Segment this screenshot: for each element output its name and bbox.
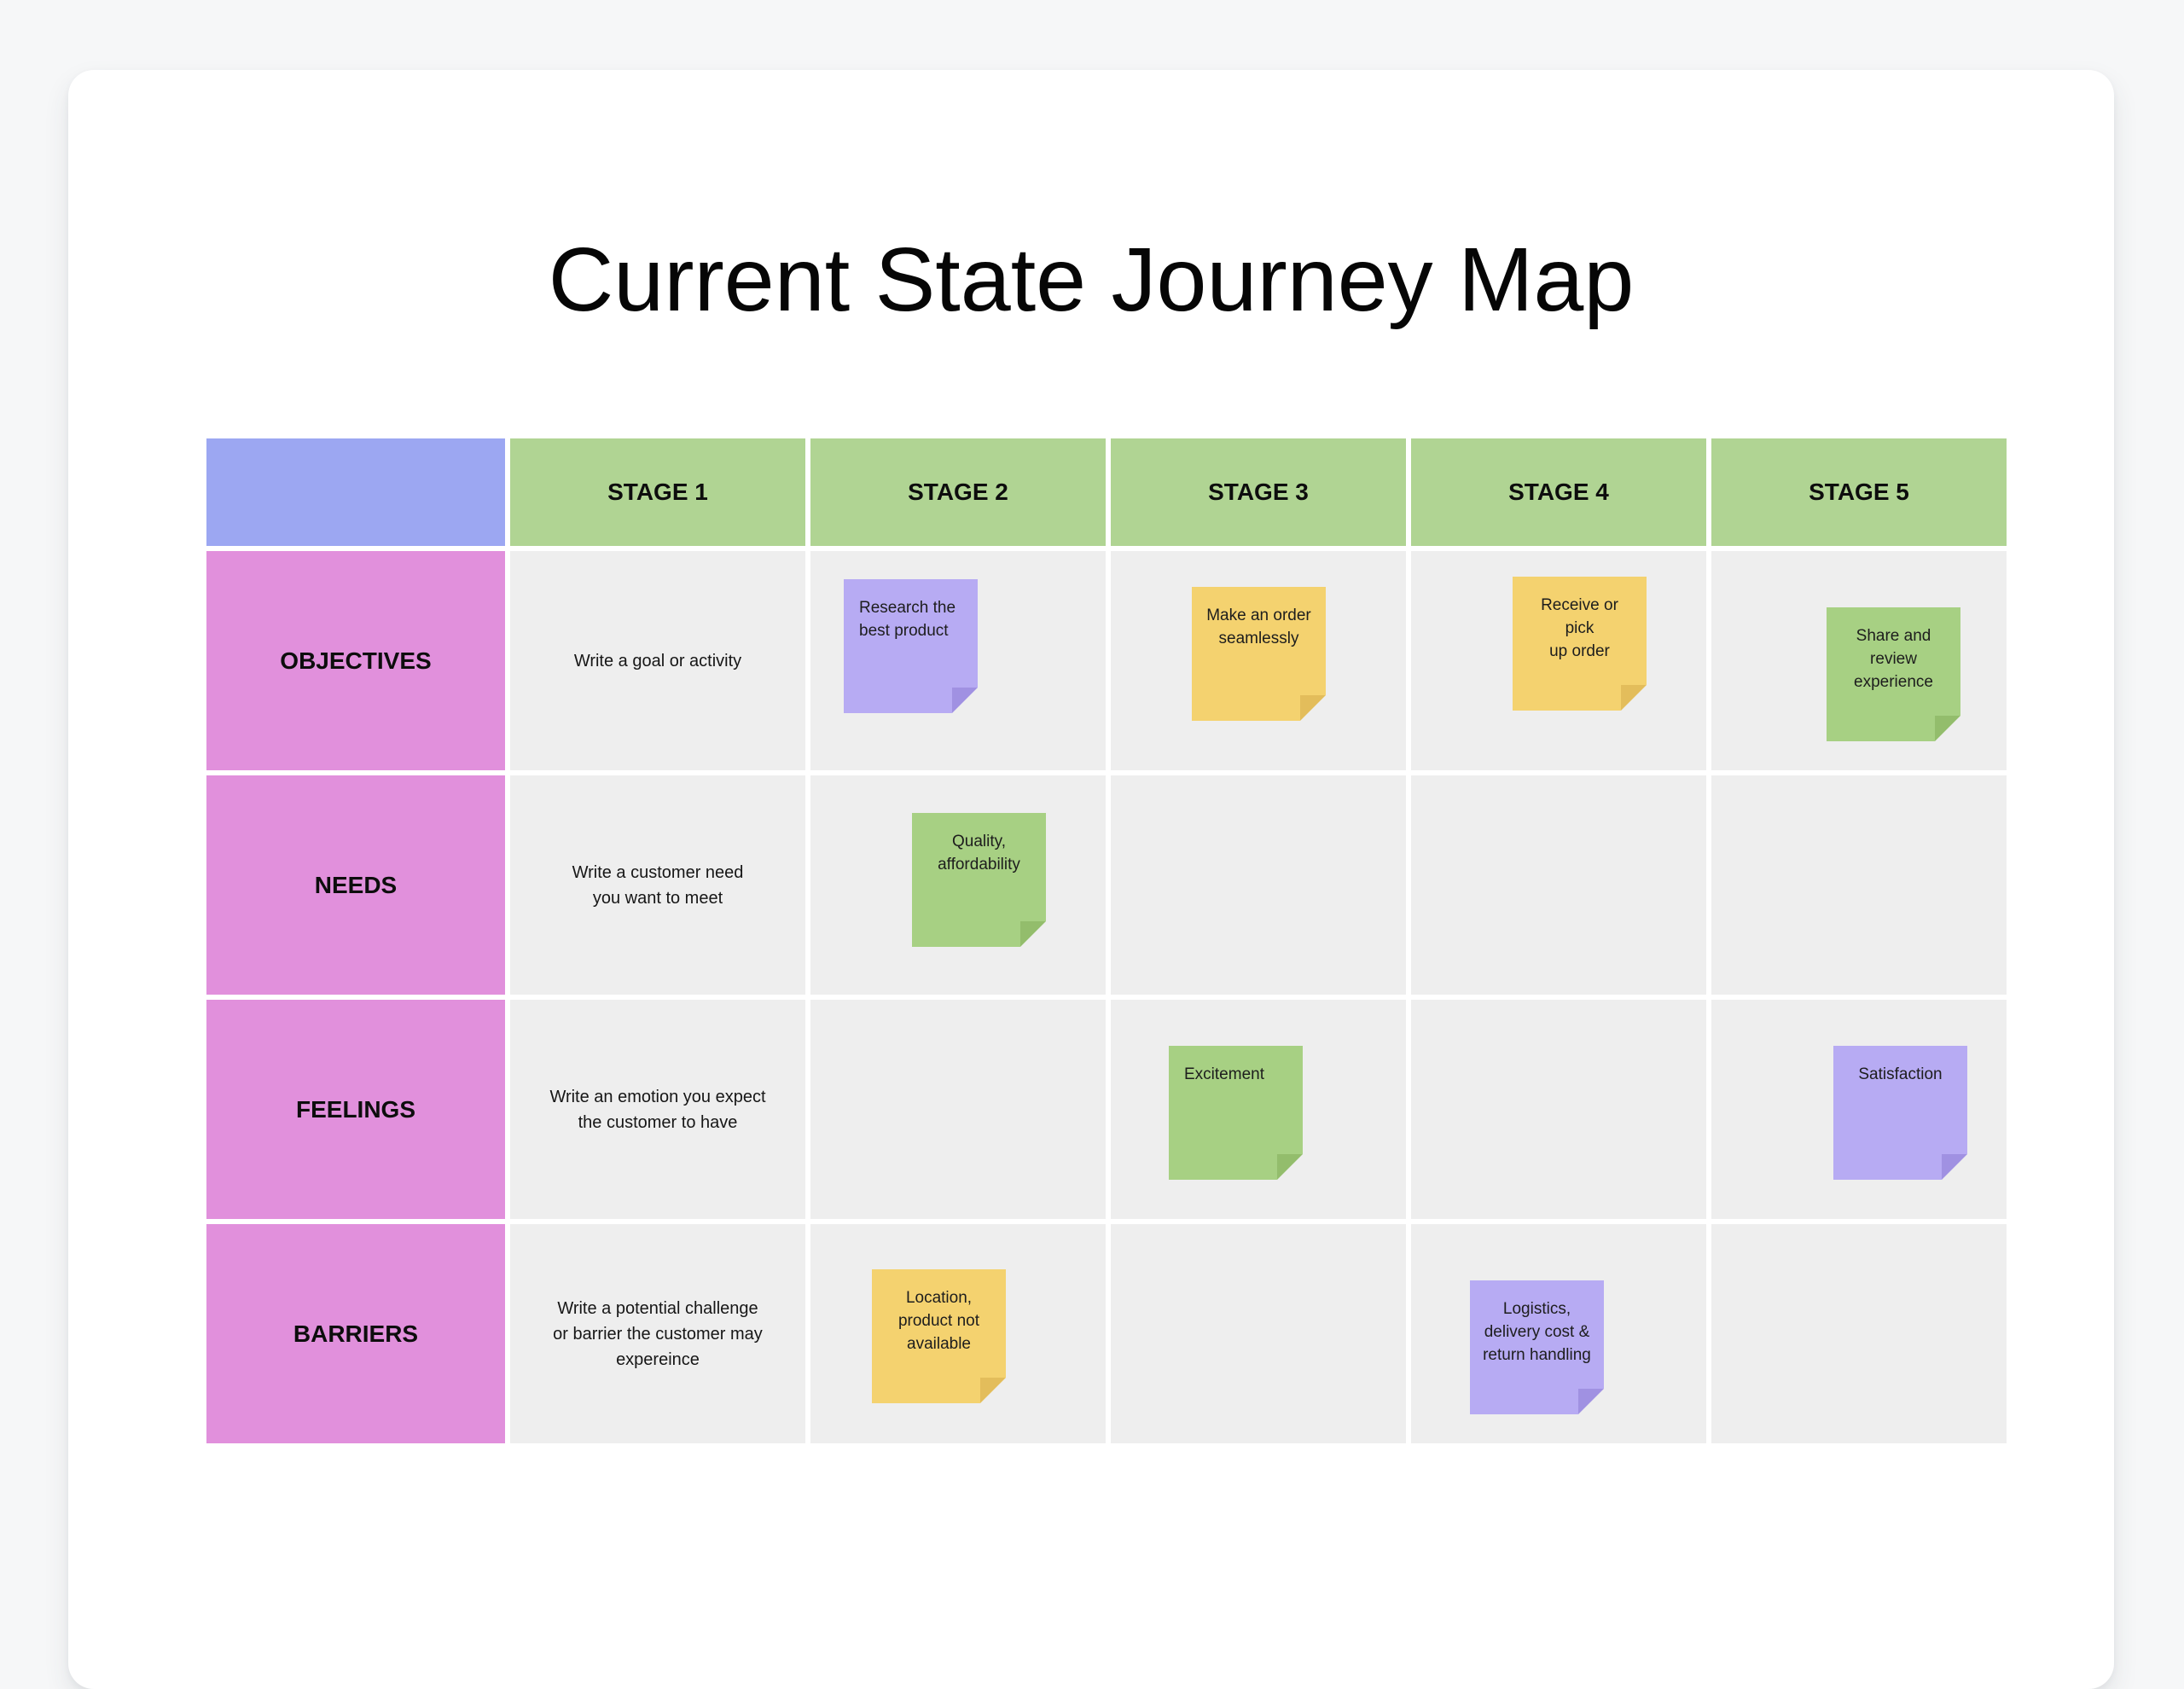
cell[interactable]: Excitement: [1111, 1000, 1406, 1219]
sticky-note-text: Satisfaction: [1858, 1065, 1943, 1083]
cell[interactable]: [1711, 1224, 2007, 1443]
sticky-note[interactable]: Excitement: [1169, 1046, 1303, 1180]
sticky-note[interactable]: Logistics, delivery cost & return handli…: [1470, 1280, 1604, 1414]
sticky-note-text: Research the best product: [859, 599, 956, 640]
row-header-label: FEELINGS: [295, 1095, 415, 1123]
corner-cell[interactable]: [206, 438, 505, 546]
sticky-note[interactable]: Make an order seamlessly: [1192, 587, 1326, 721]
row-header-label: OBJECTIVES: [280, 647, 432, 674]
row-header-cell[interactable]: FEELINGS: [206, 1000, 505, 1219]
journey-table: STAGE 1 STAGE 2 STAGE 3 STAGE 4 STAGE 5 OBJEC…: [206, 438, 2007, 1443]
stage-header-label: STAGE 3: [1208, 479, 1309, 505]
row-header-cell[interactable]: NEEDS: [206, 775, 505, 995]
row-header-label: BARRIERS: [293, 1320, 419, 1347]
cell[interactable]: Make an order seamlessly: [1111, 551, 1406, 770]
sticky-note[interactable]: Location, product not available: [872, 1269, 1006, 1403]
cell[interactable]: Write a goal or activity: [510, 551, 805, 770]
sticky-note-text: Location, product not available: [897, 1289, 980, 1353]
row-header-cell[interactable]: BARRIERS: [206, 1224, 505, 1443]
cell[interactable]: [1111, 775, 1406, 995]
cell[interactable]: Research the best product: [810, 551, 1106, 770]
stage-header-label: STAGE 1: [607, 479, 708, 505]
sticky-note-text: Quality, affordability: [938, 833, 1020, 874]
canvas-card: Current State Journey Map STAGE 1 STAGE 2…: [68, 70, 2114, 1689]
cell-hint-text: Write a goal or activity: [573, 651, 742, 670]
stage-header-cell[interactable]: STAGE 2: [810, 438, 1106, 546]
cell[interactable]: Quality, affordability: [810, 775, 1106, 995]
cell[interactable]: [1411, 1000, 1706, 1219]
stage-header-cell[interactable]: STAGE 3: [1111, 438, 1406, 546]
sticky-note-text: Logistics, delivery cost & return handli…: [1483, 1300, 1591, 1364]
cell[interactable]: Share and review experience: [1711, 551, 2007, 770]
cell-hint-text: Write a potential challenge or barrier t…: [553, 1298, 763, 1369]
stage-header-cell[interactable]: STAGE 5: [1711, 438, 2007, 546]
sticky-note[interactable]: Receive or pick up order: [1513, 577, 1647, 711]
sticky-note-text: Make an order seamlessly: [1206, 607, 1311, 647]
cell[interactable]: [1411, 775, 1706, 995]
cell[interactable]: [1111, 1224, 1406, 1443]
cell[interactable]: Receive or pick up order: [1411, 551, 1706, 770]
cell-hint-text: Write a customer need you want to meet: [572, 862, 744, 908]
cell[interactable]: [1711, 775, 2007, 995]
cell-hint-text: Write an emotion you expect the customer…: [549, 1087, 766, 1132]
stage-header-label: STAGE 4: [1508, 479, 1609, 505]
cell[interactable]: Logistics, delivery cost & return handli…: [1411, 1224, 1706, 1443]
stage-header-cell[interactable]: STAGE 4: [1411, 438, 1706, 546]
row-header-label: NEEDS: [314, 871, 398, 898]
cell[interactable]: [810, 1000, 1106, 1219]
sticky-note-text: Excitement: [1184, 1065, 1264, 1083]
sticky-note-text: Share and review experience: [1854, 627, 1933, 691]
sticky-note[interactable]: Research the best product: [844, 579, 978, 713]
stage-header-cell[interactable]: STAGE 1: [510, 438, 805, 546]
cell[interactable]: Location, product not available: [810, 1224, 1106, 1443]
stage-header-label: STAGE 5: [1809, 479, 1909, 505]
cell[interactable]: Write a potential challenge or barrier t…: [510, 1224, 805, 1443]
page-title[interactable]: Current State Journey Map: [548, 229, 1635, 330]
sticky-note[interactable]: Share and review experience: [1827, 607, 1960, 741]
stage-header-label: STAGE 2: [908, 479, 1008, 505]
row-header-cell[interactable]: OBJECTIVES: [206, 551, 505, 770]
cell[interactable]: Write a customer need you want to meet: [510, 775, 805, 995]
sticky-note[interactable]: Satisfaction: [1833, 1046, 1967, 1180]
cell[interactable]: Satisfaction: [1711, 1000, 2007, 1219]
cell[interactable]: Write an emotion you expect the customer…: [510, 1000, 805, 1219]
sticky-note-text: Receive or pick up order: [1541, 596, 1618, 660]
sticky-note[interactable]: Quality, affordability: [912, 813, 1046, 947]
